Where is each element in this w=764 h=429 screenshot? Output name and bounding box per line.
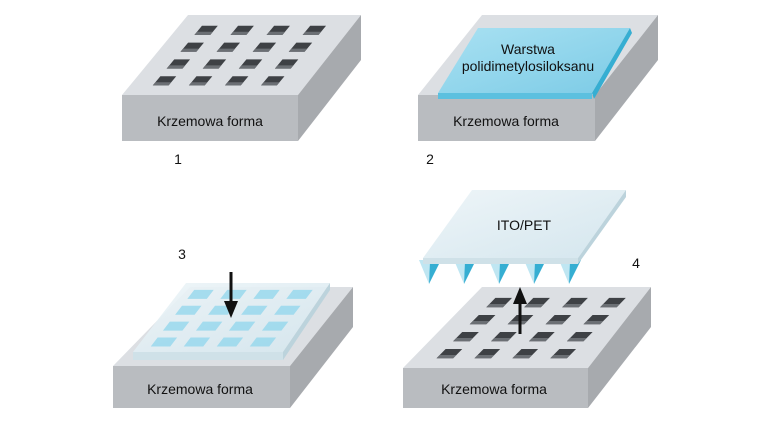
mold-hole-wall (528, 338, 549, 342)
mold-hole-wall (436, 355, 457, 359)
pdms-cell (195, 321, 223, 331)
microstructure-spike-shade (464, 260, 476, 284)
pdms-layer-label-line2: polidimetylosiloksanu (462, 58, 594, 74)
mold-holes-4 (436, 297, 626, 359)
panel-1: Krzemowa forma 1 (122, 15, 361, 167)
mold-hole-wall (491, 338, 511, 342)
microstructure-spike-shade (429, 260, 441, 284)
mold-label-2: Krzemowa forma (453, 113, 559, 129)
pdms-cell (274, 305, 301, 315)
microstructure-spike (419, 260, 430, 284)
mold-hole-wall (261, 82, 280, 86)
pdms-cell (228, 321, 256, 331)
microstructure-spike-shade (534, 260, 546, 284)
microstructure-spike (559, 260, 570, 284)
microstructure-spike (524, 260, 535, 284)
mold-label-4: Krzemowa forma (441, 381, 547, 397)
mold-label-3: Krzemowa forma (147, 381, 253, 397)
pdms-cell (183, 337, 211, 347)
mold-hole-wall (566, 338, 587, 342)
mold-hole-wall (238, 65, 258, 69)
mold-hole-wall (507, 321, 528, 325)
pdms-cells-3 (150, 289, 313, 347)
microstructure-spike (454, 260, 465, 284)
mold-hole-wall (583, 321, 604, 325)
pdms-cell (249, 337, 277, 347)
mold-hole-wall (469, 321, 490, 325)
pdms-cell (187, 289, 214, 299)
ito-pet-label: ITO/PET (497, 217, 552, 233)
mold-hole-wall (216, 48, 236, 52)
mold-hole-wall (194, 31, 213, 35)
pdms-cell (241, 305, 268, 315)
microstructure-spike (489, 260, 500, 284)
panel-4: ITO/PET 4 Krzemowa forma (403, 190, 651, 408)
press-down-arrow (224, 272, 238, 318)
mold-hole-wall (524, 304, 545, 308)
mold-hole-wall (202, 65, 222, 69)
pdms-cell (175, 305, 202, 315)
mold-hole-wall (302, 31, 322, 35)
mold-hole-wall (180, 48, 199, 52)
panel-2: Warstwa polidimetylosiloksanu Krzemowa f… (418, 15, 658, 167)
pdms-microstructures (419, 260, 581, 284)
pdms-layer-label-line1: Warstwa (501, 41, 555, 57)
step-number-2: 2 (426, 151, 434, 167)
mold-hole-wall (152, 82, 172, 86)
mold-hole-wall (562, 304, 582, 308)
pdms-cover-3 (133, 283, 330, 360)
microstructure-spike-shade (499, 260, 511, 284)
silicon-mold-4 (403, 287, 651, 408)
ito-pet-film (419, 190, 626, 284)
mold-label-1: Krzemowa forma (157, 113, 263, 129)
step-number-3: 3 (178, 246, 186, 262)
step-number-1: 1 (174, 151, 182, 167)
panel-3: 3 Krzemowa forma (113, 246, 353, 408)
mold-hole-wall (512, 355, 533, 359)
mold-hole-wall (600, 304, 620, 308)
mold-holes-1 (152, 25, 327, 86)
pdms-layer (438, 28, 632, 99)
lift-up-arrow (513, 287, 527, 334)
pdms-cell (261, 321, 289, 331)
mold-hole-wall (274, 65, 294, 69)
pdms-cell (216, 337, 244, 347)
mold-hole-wall (230, 31, 249, 35)
pdms-cell (253, 289, 280, 299)
mold-hole-wall (474, 355, 495, 359)
pdms-cell (286, 289, 313, 299)
mold-hole-wall (545, 321, 566, 325)
mold-hole-wall (453, 338, 473, 342)
pdms-cell (150, 337, 178, 347)
pdms-cell (162, 321, 190, 331)
step-number-4: 4 (632, 255, 640, 271)
mold-hole-wall (252, 48, 272, 52)
mold-hole-wall (288, 48, 308, 52)
pdms-cell (220, 289, 247, 299)
mold-hole-wall (188, 82, 208, 86)
mold-hole-wall (550, 355, 571, 359)
silicon-mold-1 (122, 15, 361, 141)
mold-hole-wall (486, 304, 507, 308)
mold-hole-wall (266, 31, 286, 35)
mold-hole-wall (224, 82, 244, 86)
mold-hole-wall (166, 65, 186, 69)
microstructure-spike-shade (569, 260, 581, 284)
